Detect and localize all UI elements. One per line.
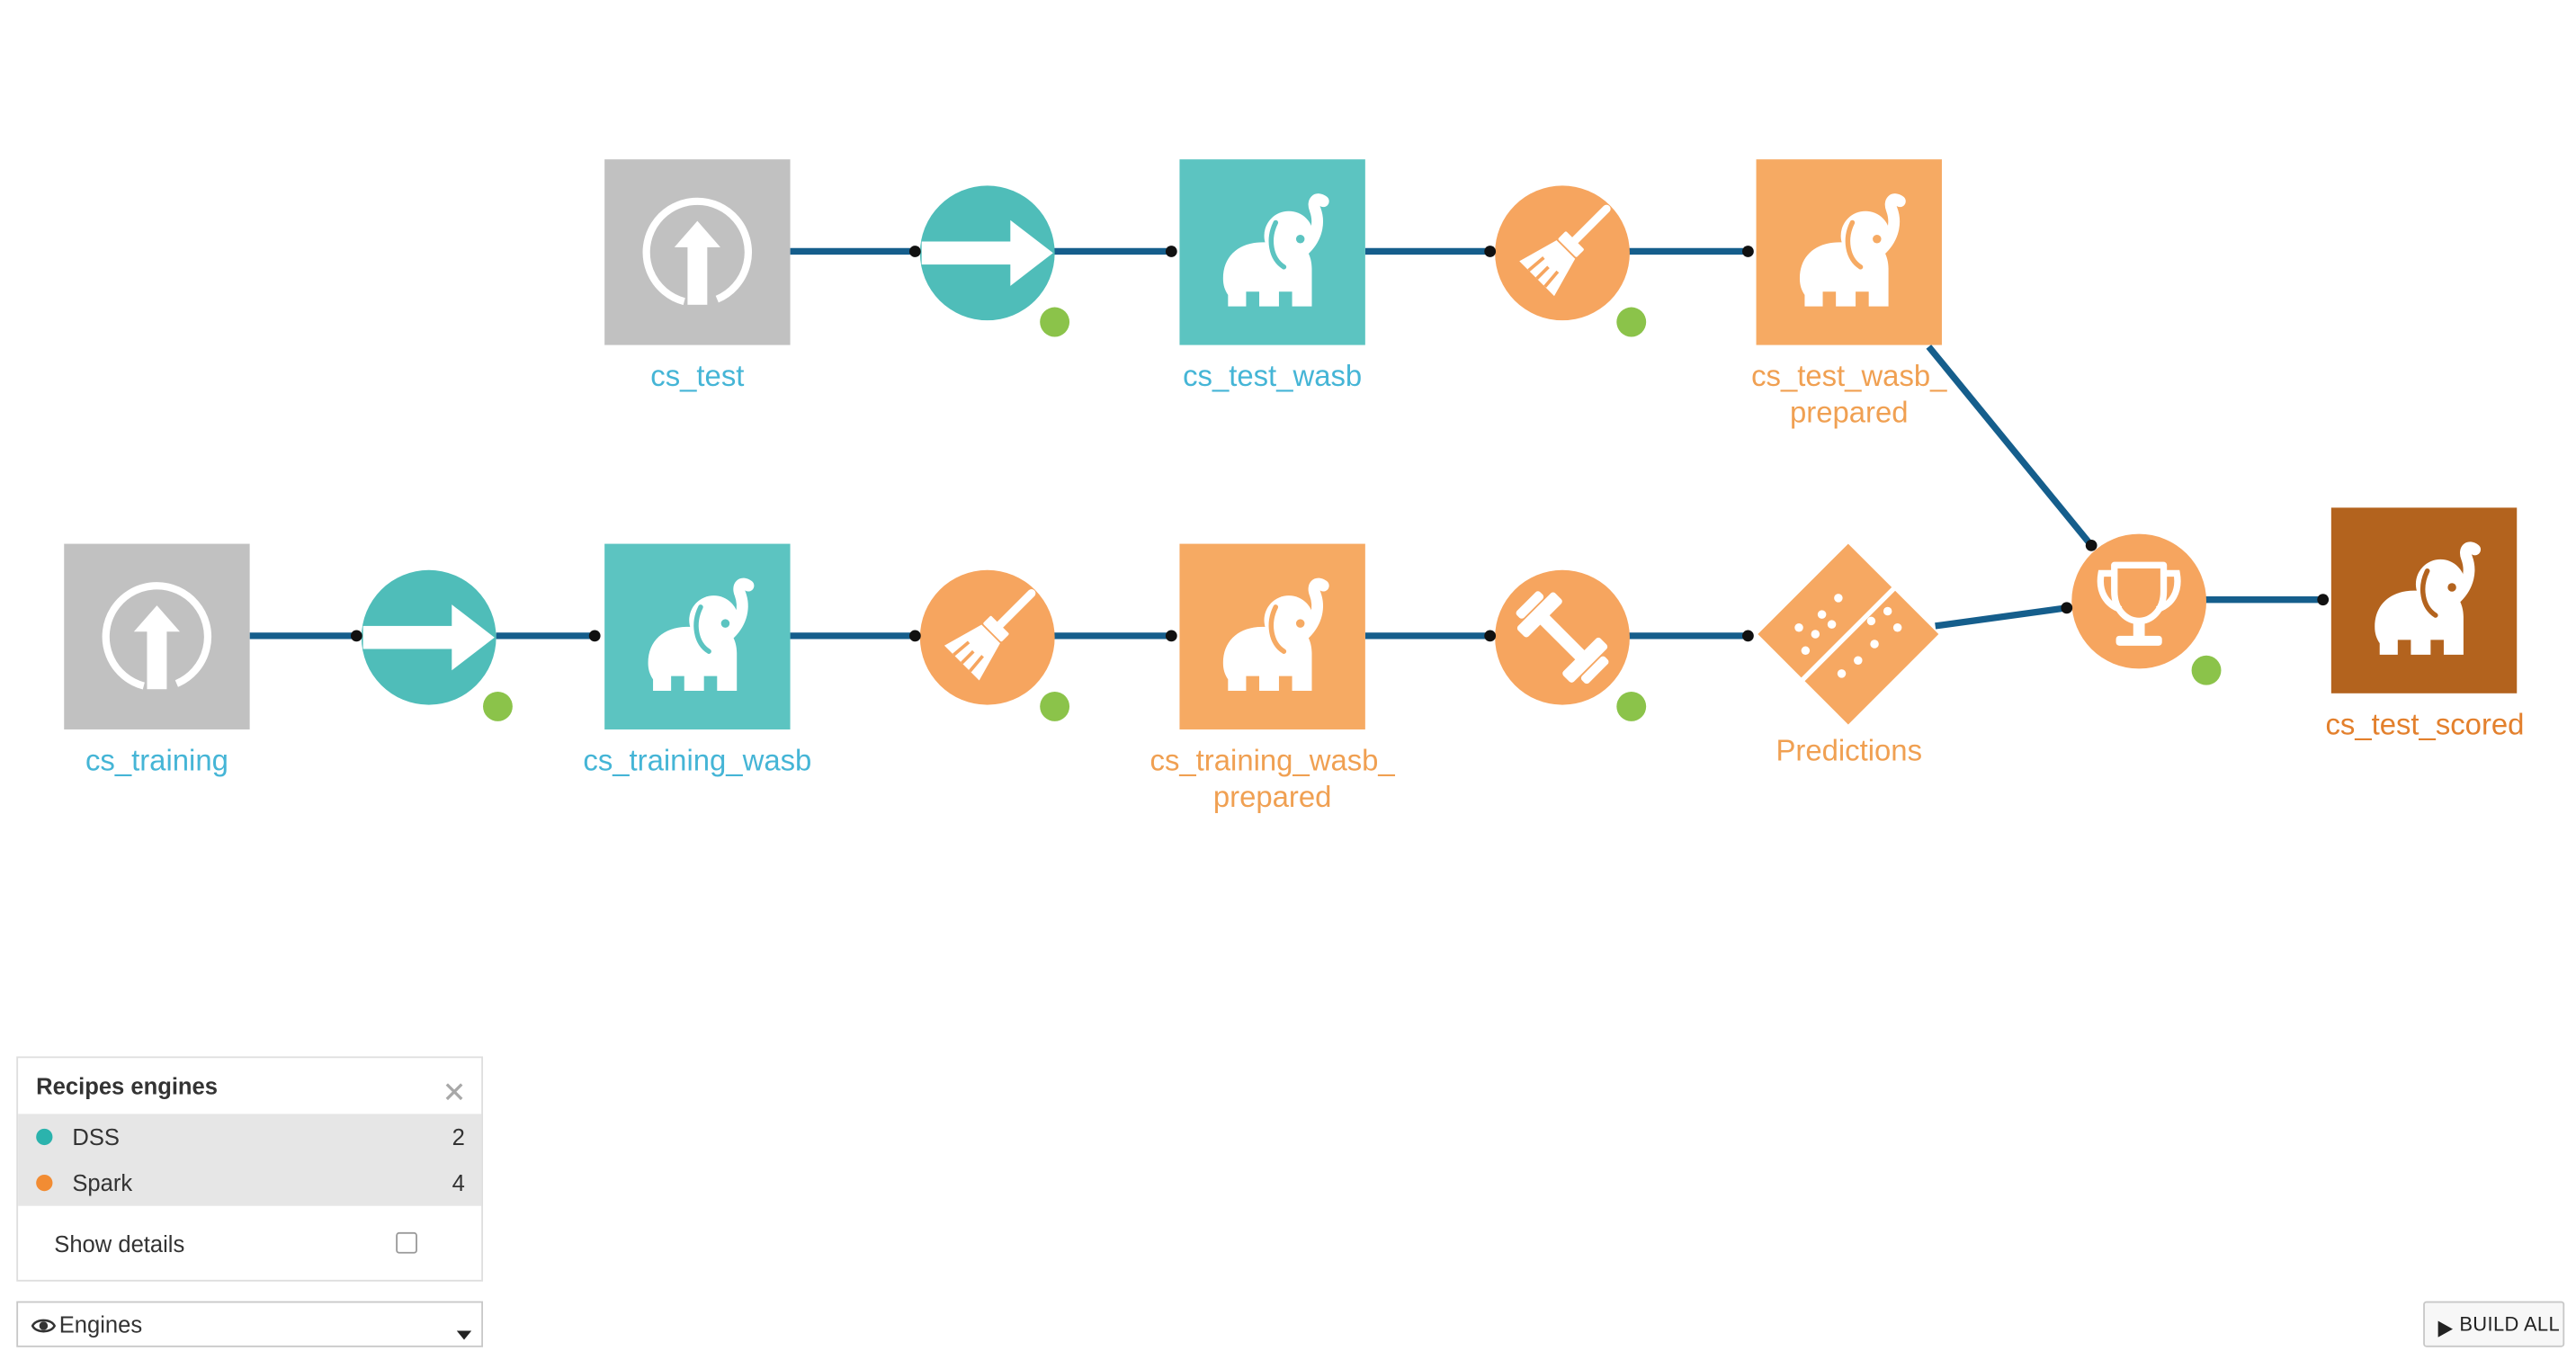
build-all-button[interactable]: BUILD ALL bbox=[2423, 1301, 2565, 1347]
view-mode-select[interactable]: Engines bbox=[16, 1301, 484, 1347]
play-icon bbox=[2437, 1316, 2454, 1338]
status-dot bbox=[1040, 307, 1070, 337]
recipe-sync-training[interactable] bbox=[361, 569, 513, 721]
edge-port-dots bbox=[350, 246, 2330, 642]
legend-item-count: 2 bbox=[452, 1123, 465, 1150]
edge-port-dot bbox=[2085, 540, 2097, 551]
edge-port-dot bbox=[1742, 630, 1754, 642]
dataset-label: cs_training bbox=[85, 744, 228, 777]
edge-port-dot bbox=[1484, 630, 1497, 642]
legend-item-spark[interactable]: Spark 4 bbox=[18, 1160, 481, 1206]
dataset-label: cs_training_wasb_ bbox=[1150, 744, 1396, 777]
status-dot bbox=[2191, 655, 2222, 685]
dataset-cs-training-wasb-prepared[interactable]: cs_training_wasb_ prepared bbox=[1150, 543, 1396, 813]
dataset-cs-test-wasb-prepared[interactable]: cs_test_wasb_ prepared bbox=[1751, 159, 1947, 428]
status-dot bbox=[1616, 307, 1647, 337]
edge-port-dot bbox=[908, 630, 921, 642]
flow-edge bbox=[1935, 604, 2068, 630]
legend-item-dss[interactable]: DSS 2 bbox=[18, 1114, 481, 1159]
flow-edge bbox=[1926, 344, 2095, 548]
edge-port-dot bbox=[350, 630, 362, 642]
dataset-cs-test-wasb[interactable]: cs_test_wasb bbox=[1179, 159, 1365, 392]
dataset-cs-test[interactable]: cs_test bbox=[604, 159, 791, 392]
status-dot bbox=[1616, 691, 1647, 721]
edge-port-dot bbox=[588, 630, 601, 642]
show-details-checkbox[interactable] bbox=[396, 1231, 417, 1254]
dataset-label: cs_test_wasb bbox=[1183, 359, 1362, 392]
recipe-train[interactable] bbox=[1495, 569, 1647, 721]
dataset-label: cs_test_scored bbox=[2325, 707, 2524, 740]
legend-header: Recipes engines bbox=[18, 1058, 481, 1112]
legend-item-label: DSS bbox=[72, 1123, 120, 1150]
status-dot bbox=[483, 691, 513, 721]
dataset-cs-test-scored[interactable]: cs_test_scored bbox=[2325, 507, 2524, 740]
dataset-cs-training-wasb[interactable]: cs_training_wasb bbox=[583, 543, 811, 777]
engine-color-dot bbox=[36, 1128, 53, 1146]
recipes-engines-legend: Recipes engines DSS 2 Spark 4 Show detai… bbox=[16, 1056, 484, 1282]
predictions-icon bbox=[1794, 586, 1902, 683]
recipe-score[interactable] bbox=[2071, 533, 2222, 685]
recipe-prepare-training[interactable] bbox=[919, 569, 1070, 721]
edge-port-dot bbox=[1742, 246, 1754, 257]
edge-port-dot bbox=[2317, 594, 2330, 606]
saved-model-predictions[interactable]: Predictions bbox=[1758, 543, 1939, 767]
build-all-label: BUILD ALL bbox=[2459, 1312, 2561, 1336]
dataset-label-line2: prepared bbox=[1790, 395, 1909, 428]
edge-port-dot bbox=[908, 246, 921, 257]
show-details-label: Show details bbox=[54, 1230, 185, 1257]
model-label: Predictions bbox=[1775, 734, 1922, 767]
dataset-label: cs_training_wasb bbox=[583, 744, 811, 777]
dataset-label: cs_test_wasb_ bbox=[1751, 359, 1947, 392]
legend-item-label: Spark bbox=[72, 1169, 133, 1196]
recipe-sync-test[interactable] bbox=[919, 185, 1070, 337]
close-icon[interactable] bbox=[445, 1079, 463, 1101]
dataset-label-line2: prepared bbox=[1213, 780, 1332, 813]
flow-edges bbox=[249, 247, 2323, 640]
dataset-cs-training[interactable]: cs_training bbox=[64, 543, 250, 777]
edge-port-dot bbox=[1165, 246, 1177, 257]
show-details-row: Show details bbox=[18, 1206, 481, 1280]
edge-port-dot bbox=[2061, 602, 2073, 614]
recipe-prepare-test[interactable] bbox=[1495, 185, 1647, 337]
legend-items: DSS 2 Spark 4 bbox=[18, 1114, 482, 1206]
eye-icon bbox=[31, 1314, 57, 1334]
legend-title: Recipes engines bbox=[36, 1072, 219, 1099]
engine-color-dot bbox=[36, 1174, 53, 1192]
dataset-label: cs_test bbox=[650, 359, 744, 392]
edge-port-dot bbox=[1484, 246, 1497, 257]
caret-down-icon bbox=[456, 1320, 472, 1340]
edge-port-dot bbox=[1165, 630, 1177, 642]
legend-item-count: 4 bbox=[452, 1169, 465, 1196]
recipe-circle bbox=[2071, 533, 2207, 669]
status-dot bbox=[1040, 691, 1070, 721]
view-mode-value: Engines bbox=[58, 1311, 143, 1338]
